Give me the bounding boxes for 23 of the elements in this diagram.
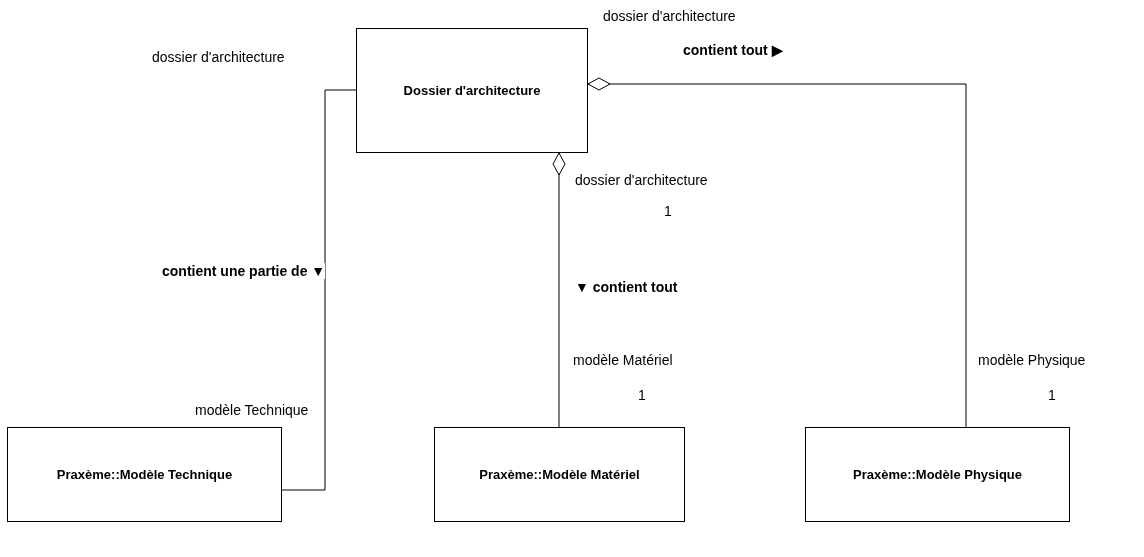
class-box: [434, 427, 685, 522]
edge-label: contient une partie de ▼: [162, 263, 326, 279]
class-name: Praxème::Modèle Matériel: [479, 467, 640, 482]
class-box: [805, 427, 1070, 522]
role-name: modèle Physique: [978, 352, 1086, 368]
multiplicity: 1: [1048, 387, 1056, 403]
class-box: [7, 427, 282, 522]
multiplicity: 1: [664, 203, 672, 219]
role-name: dossier d'architecture: [603, 8, 736, 24]
aggregation-line: [552, 152, 566, 428]
aggregation-line: [587, 77, 967, 428]
class-name: Praxème::Modèle Technique: [56, 467, 233, 482]
class-name: Praxème::Modèle Physique: [852, 467, 1023, 482]
role-name: dossier d'architecture: [575, 172, 708, 188]
role-name: modèle Technique: [195, 402, 309, 418]
multiplicity: 1: [638, 387, 646, 403]
class-name: Dossier d'architecture: [403, 83, 541, 98]
edge-label: ▼ contient tout: [575, 279, 678, 295]
class-box: [356, 28, 588, 153]
association-line: [281, 89, 357, 491]
edge-label: contient tout ▶: [683, 42, 783, 58]
role-name: dossier d'architecture: [152, 49, 285, 65]
role-name: modèle Matériel: [573, 352, 673, 368]
